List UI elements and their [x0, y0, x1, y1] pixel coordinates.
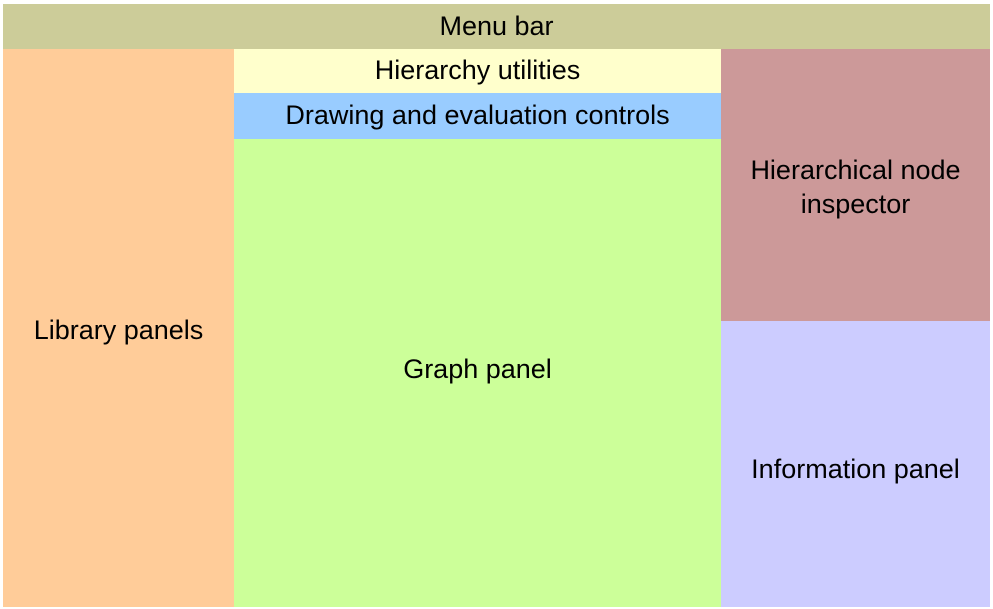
ui-layout-diagram: Menu bar Library panels Hierarchy utilit…: [3, 4, 990, 607]
node-inspector-label: Hierarchical node inspector: [750, 155, 961, 219]
drawing-controls-label: Drawing and evaluation controls: [285, 100, 670, 131]
graph-panel-label: Graph panel: [403, 354, 552, 385]
library-panels-label: Library panels: [33, 315, 204, 346]
drawing-controls-region: Drawing and evaluation controls: [234, 93, 721, 139]
information-panel-region: Information panel: [721, 321, 990, 607]
menu-bar-label: Menu bar: [439, 10, 554, 41]
hierarchy-utilities-label: Hierarchy utilities: [374, 55, 581, 86]
menu-bar-region: Menu bar: [3, 4, 990, 49]
information-panel-label: Information panel: [751, 454, 960, 485]
library-panels-region: Library panels: [3, 49, 234, 607]
graph-panel-region: Graph panel: [234, 139, 721, 607]
hierarchy-utilities-region: Hierarchy utilities: [234, 49, 721, 93]
node-inspector-region: Hierarchical node inspector: [721, 49, 990, 321]
